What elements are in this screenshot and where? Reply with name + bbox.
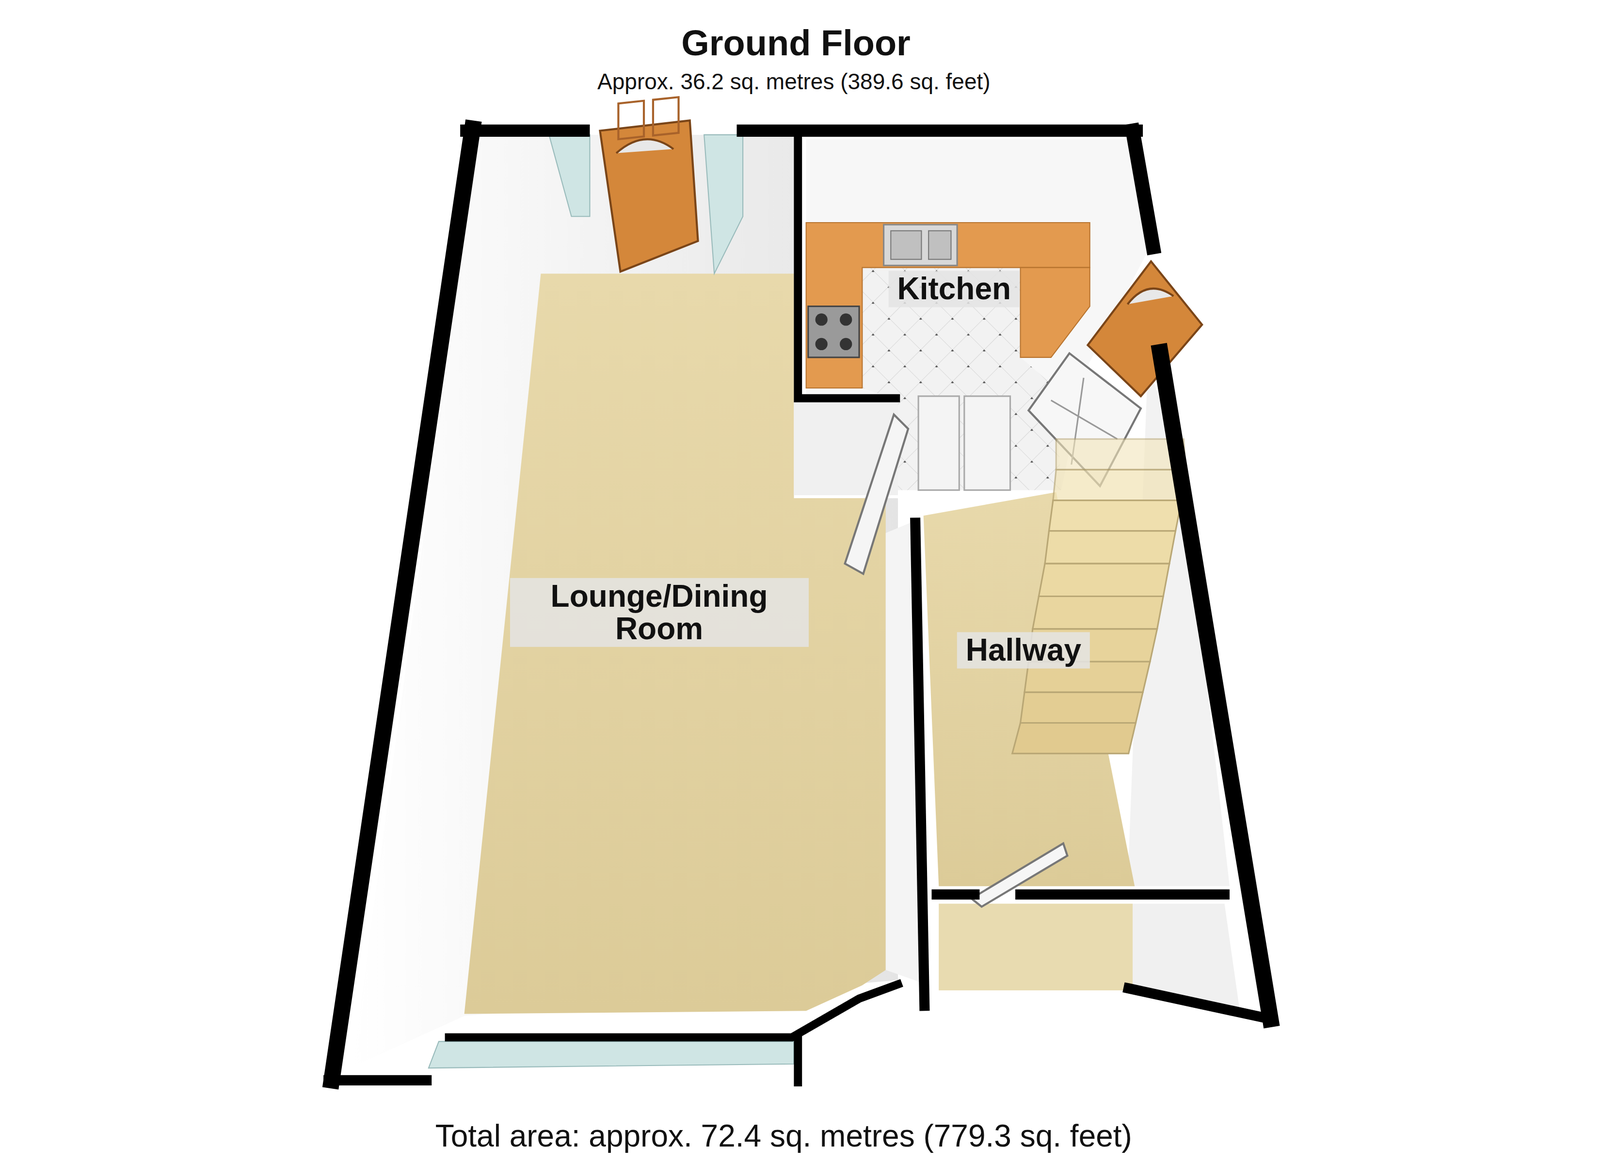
room-area: Lounge/Dining Room bbox=[464, 273, 898, 1016]
room-name: Kitchen bbox=[888, 270, 1020, 307]
total-area: Total area: approx. 72.4 sq. metres (779… bbox=[435, 1117, 1133, 1154]
area-note: Approx. 36.2 sq. metres (389.6 sq. feet) bbox=[597, 68, 991, 95]
plan-title: Ground Floor bbox=[681, 22, 911, 64]
room-name: Lounge/Dining Room bbox=[510, 577, 809, 647]
room-area: Kitchen bbox=[806, 143, 1123, 394]
room-name: Hallway bbox=[957, 631, 1090, 669]
room-area: Hallway bbox=[923, 510, 1133, 888]
